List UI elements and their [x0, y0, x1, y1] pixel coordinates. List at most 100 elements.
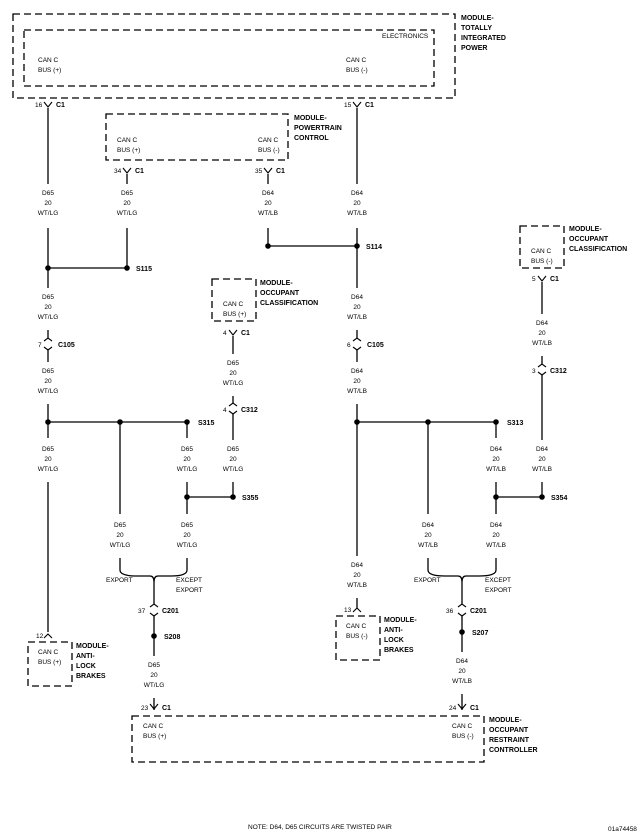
svg-text:WT/LB: WT/LB: [418, 542, 438, 549]
svg-text:POWER: POWER: [461, 45, 487, 52]
occ1-title: MODULE- OCCUPANT CLASSIFICATION: [569, 226, 627, 253]
svg-text:20: 20: [353, 200, 361, 207]
svg-text:C201: C201: [162, 608, 179, 615]
svg-text:BUS (-): BUS (-): [531, 258, 553, 265]
svg-text:MODULE-: MODULE-: [76, 643, 109, 650]
svg-text:D65: D65: [42, 190, 54, 197]
svg-text:EXCEPT: EXCEPT: [485, 577, 511, 584]
svg-text:MODULE-: MODULE-: [260, 280, 293, 287]
svg-text:20: 20: [424, 532, 432, 539]
occ2-pin-label: CAN C BUS (+): [223, 301, 246, 318]
svg-text:S315: S315: [198, 420, 214, 427]
svg-text:WT/LB: WT/LB: [486, 542, 506, 549]
occ2-box: [211, 278, 257, 322]
svg-text:CAN C: CAN C: [38, 649, 59, 656]
svg-text:BRAKES: BRAKES: [76, 673, 106, 680]
svg-text:20: 20: [44, 456, 52, 463]
svg-text:D65: D65: [121, 190, 133, 197]
svg-text:WT/LG: WT/LG: [110, 542, 131, 549]
svg-text:C312: C312: [241, 407, 258, 414]
svg-text:CAN C: CAN C: [346, 623, 367, 630]
connector-labels: 16 C1 15 C1 34 C1 35 C1 5 C1 4 C1 7 C105…: [35, 102, 567, 712]
svg-text:ANTI-: ANTI-: [384, 627, 403, 634]
svg-text:D64: D64: [490, 446, 502, 453]
figure-id: 01a74458: [608, 826, 637, 833]
svg-text:36: 36: [446, 608, 454, 615]
wire-network: [47, 108, 543, 710]
svg-text:C201: C201: [470, 608, 487, 615]
pcm-title: MODULE- POWERTRAIN CONTROL: [294, 115, 342, 142]
svg-text:S355: S355: [242, 495, 258, 502]
svg-text:POWERTRAIN: POWERTRAIN: [294, 125, 342, 132]
svg-text:MODULE-: MODULE-: [294, 115, 327, 122]
svg-text:20: 20: [183, 456, 191, 463]
svg-text:D64: D64: [351, 294, 363, 301]
svg-text:12: 12: [36, 633, 44, 640]
svg-text:WT/LG: WT/LG: [117, 210, 138, 217]
svg-text:20: 20: [44, 200, 52, 207]
svg-text:D64: D64: [351, 190, 363, 197]
svg-text:CAN C: CAN C: [38, 57, 59, 64]
svg-text:20: 20: [492, 532, 500, 539]
tipm-pin-plus-label: CAN C BUS (+): [38, 57, 61, 74]
connector-symbols: [43, 101, 547, 710]
svg-text:C1: C1: [135, 168, 144, 175]
svg-text:20: 20: [538, 456, 546, 463]
svg-text:16: 16: [35, 102, 43, 109]
svg-text:BUS (+): BUS (+): [117, 147, 140, 154]
svg-text:BUS (+): BUS (+): [223, 311, 246, 318]
abs2-pin-label: CAN C BUS (-): [346, 623, 368, 640]
svg-text:20: 20: [44, 378, 52, 385]
svg-text:BUS (+): BUS (+): [38, 67, 61, 74]
svg-text:EXPORT: EXPORT: [176, 587, 203, 594]
svg-text:WT/LG: WT/LG: [144, 682, 165, 689]
svg-text:D65: D65: [181, 522, 193, 529]
svg-text:CONTROL: CONTROL: [294, 135, 329, 142]
svg-text:D64: D64: [422, 522, 434, 529]
svg-text:4: 4: [223, 407, 227, 414]
svg-text:D64: D64: [456, 658, 468, 665]
abs1-title: MODULE- ANTI- LOCK BRAKES: [76, 643, 109, 680]
svg-text:CAN C: CAN C: [346, 57, 367, 64]
svg-text:TOTALLY: TOTALLY: [461, 25, 492, 32]
note-text: NOTE: D64, D65 CIRCUITS ARE TWISTED PAIR: [248, 824, 392, 831]
svg-text:C1: C1: [365, 102, 374, 109]
svg-text:EXPORT: EXPORT: [414, 577, 441, 584]
branch-bracket-left: [119, 569, 188, 583]
svg-text:LOCK: LOCK: [76, 663, 96, 670]
svg-text:RESTRAINT: RESTRAINT: [489, 737, 530, 744]
svg-text:WT/LG: WT/LG: [223, 380, 244, 387]
svg-text:20: 20: [538, 330, 546, 337]
svg-text:WT/LB: WT/LB: [347, 314, 367, 321]
svg-text:MODULE-: MODULE-: [489, 717, 522, 724]
svg-text:CAN C: CAN C: [452, 723, 473, 730]
svg-text:23: 23: [141, 705, 149, 712]
svg-text:BUS (-): BUS (-): [346, 67, 368, 74]
svg-text:S115: S115: [136, 266, 152, 273]
branch-labels: EXPORT EXCEPT EXPORT EXPORT EXCEPT EXPOR…: [106, 577, 512, 594]
svg-text:BUS (+): BUS (+): [143, 733, 166, 740]
occ2-title: MODULE- OCCUPANT CLASSIFICATION: [260, 280, 318, 307]
svg-text:D65: D65: [42, 294, 54, 301]
svg-text:WT/LB: WT/LB: [532, 466, 552, 473]
svg-text:C1: C1: [470, 705, 479, 712]
svg-text:S207: S207: [472, 630, 488, 637]
svg-text:C1: C1: [241, 330, 250, 337]
svg-text:MODULE-: MODULE-: [569, 226, 602, 233]
pcm-pin-minus-label: CAN C BUS (-): [258, 137, 280, 154]
svg-text:S354: S354: [551, 495, 567, 502]
svg-text:EXPORT: EXPORT: [106, 577, 133, 584]
svg-text:20: 20: [264, 200, 272, 207]
abs1-box: [27, 641, 73, 687]
svg-text:MODULE-: MODULE-: [461, 15, 494, 22]
svg-text:20: 20: [492, 456, 500, 463]
svg-text:20: 20: [150, 672, 158, 679]
tipm-title: MODULE- TOTALLY INTEGRATED POWER: [461, 15, 506, 52]
svg-text:C1: C1: [56, 102, 65, 109]
svg-text:S208: S208: [164, 634, 180, 641]
svg-text:13: 13: [344, 607, 352, 614]
svg-text:WT/LB: WT/LB: [258, 210, 278, 217]
svg-text:35: 35: [255, 168, 263, 175]
svg-text:CLASSIFICATION: CLASSIFICATION: [569, 246, 627, 253]
svg-text:20: 20: [458, 668, 466, 675]
